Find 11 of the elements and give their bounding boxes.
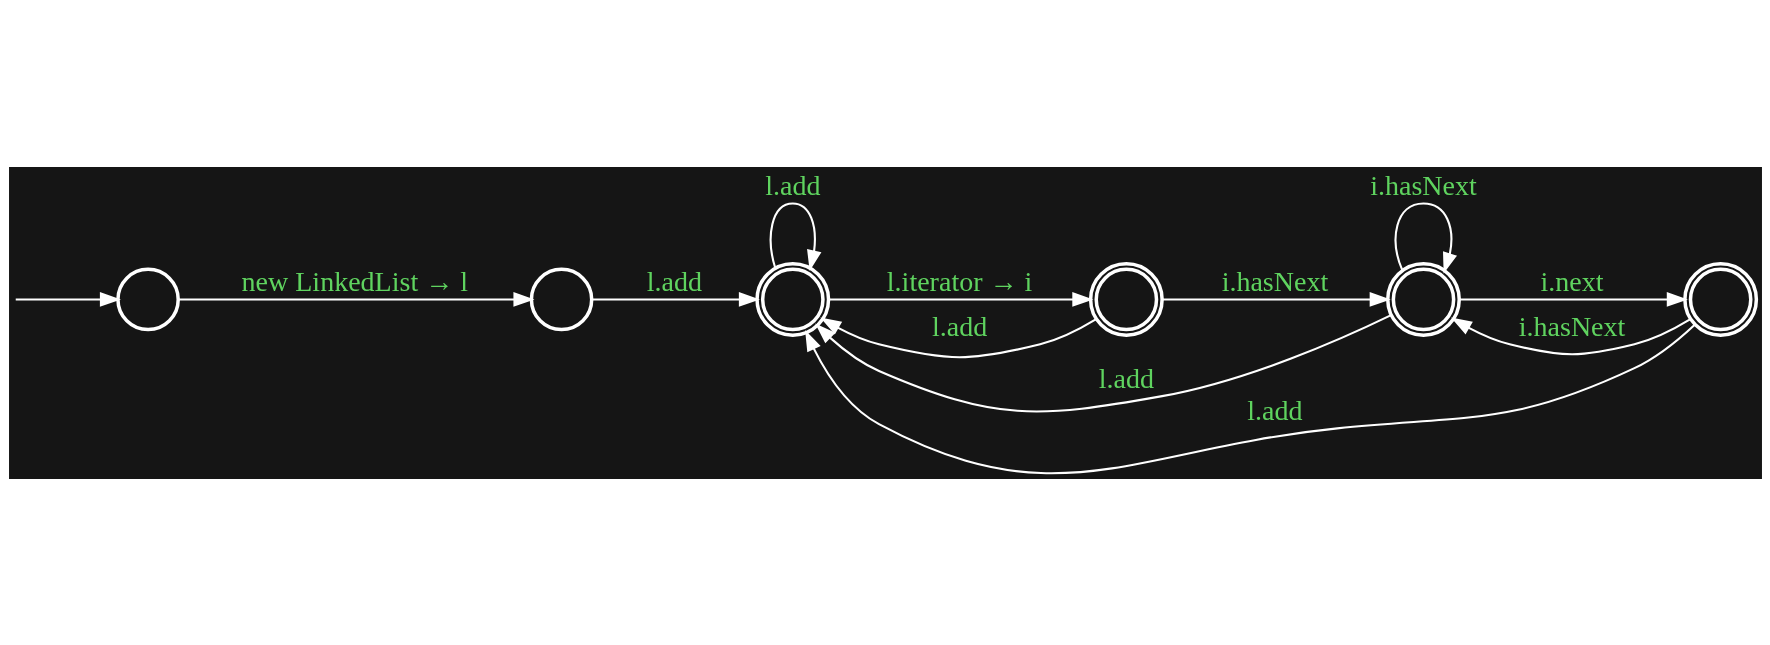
edge-label: new LinkedList → l	[241, 265, 468, 297]
edge-label: i.next	[1540, 265, 1604, 297]
edge-label: l.add	[1246, 394, 1303, 426]
edge-label: l.add	[931, 310, 987, 342]
edge-label: i.hasNext	[1221, 265, 1328, 297]
edge-label: l.add	[764, 169, 820, 201]
edge-label: i.hasNext	[1518, 310, 1625, 342]
edge-label: i.hasNext	[1369, 169, 1477, 201]
edge-label: l.add	[646, 265, 702, 297]
edge-label: l.iterator → i	[886, 265, 1032, 297]
edge-label: l.add	[1098, 362, 1154, 394]
